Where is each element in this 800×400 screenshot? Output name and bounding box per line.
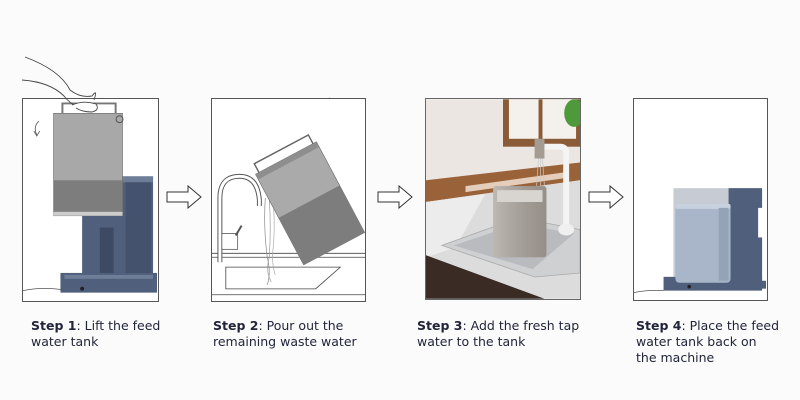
feed-water-tank: [675, 203, 731, 283]
step-4-scene: [634, 188, 767, 293]
step-1-scene: [23, 102, 158, 293]
faucet: [542, 143, 570, 228]
step-4-text-line2: water tank back on: [636, 334, 757, 349]
sink: [225, 266, 342, 290]
step-2-illustration: [211, 98, 366, 302]
step-3-label: Step 3: [417, 318, 463, 333]
step-4-text-line3: the machine: [636, 350, 715, 365]
step-4-label: Step 4: [636, 318, 682, 333]
right-arrow-icon: [588, 185, 624, 209]
step-1-illustration: [22, 98, 159, 302]
step-4-caption: Step 4: Place the feed water tank back o…: [636, 318, 780, 365]
step-3-caption: Step 3: Add the fresh tap water to the t…: [417, 318, 580, 349]
step-2-label: Step 2: [213, 318, 259, 333]
step-2-caption: Step 2: Pour out the remaining waste wat…: [213, 318, 357, 349]
step-3-scene: [426, 99, 580, 299]
step-1-text-line2: water tank: [31, 334, 99, 349]
right-arrow-icon: [377, 185, 413, 209]
step-2-text-line2: remaining waste water: [213, 334, 357, 349]
step-3-text-line1: Add the fresh tap: [470, 318, 580, 333]
step-1-caption: Step 1: Lift the feed water tank: [31, 318, 161, 349]
step-2-text-line1: Pour out the: [266, 318, 344, 333]
step-1-label: Step 1: [31, 318, 77, 333]
step-3-text-line2: water to the tank: [417, 334, 526, 349]
step-3-illustration: [425, 98, 581, 300]
right-arrow-icon: [166, 185, 202, 209]
step-2-scene: [212, 133, 365, 296]
step-4-text-line1: Place the feed: [689, 318, 780, 333]
step-1-text-line1: Lift the feed: [84, 318, 161, 333]
machine-body: [728, 188, 763, 283]
step-4-illustration: [633, 98, 768, 301]
